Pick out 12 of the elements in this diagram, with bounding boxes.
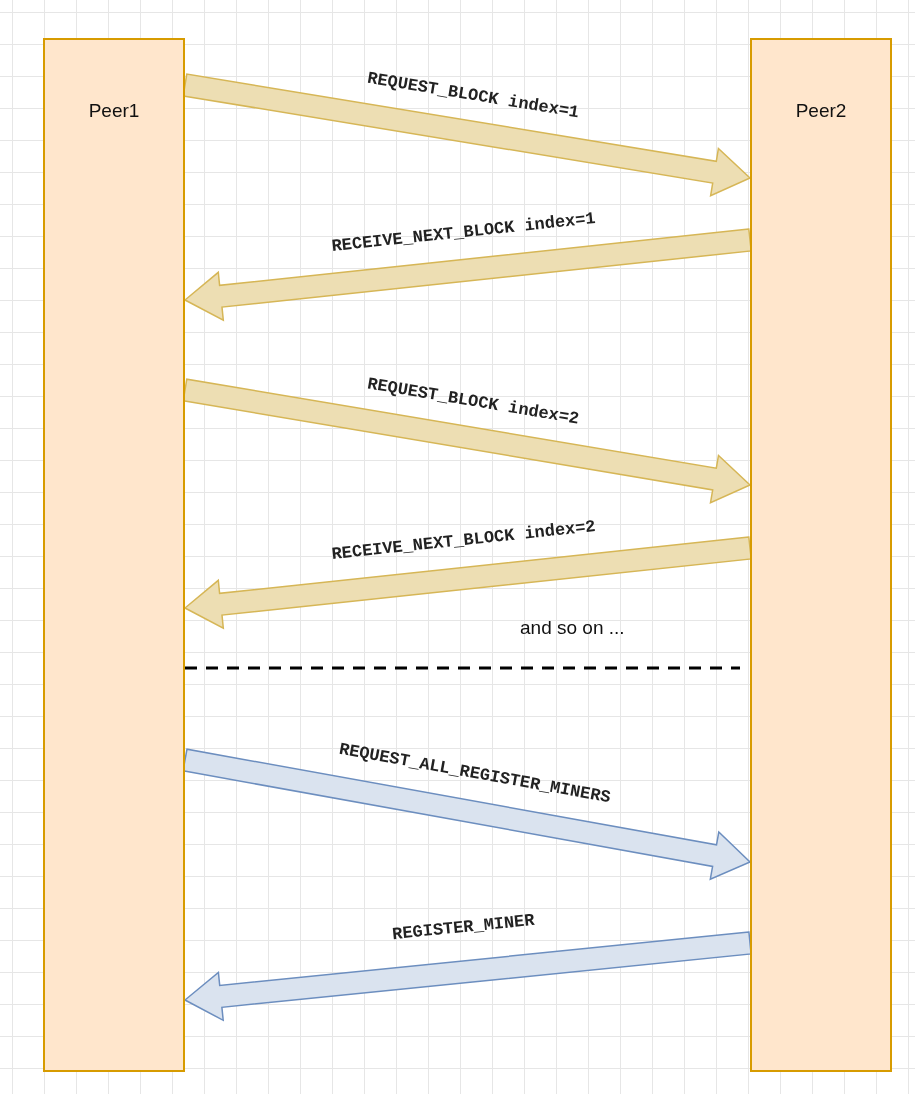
block-arrow — [183, 536, 753, 630]
lifeline-label: Peer2 — [794, 100, 848, 122]
block-arrow — [183, 931, 752, 1022]
note-text: and so on ... — [520, 617, 625, 639]
lifeline-label: Peer1 — [87, 100, 141, 122]
edge-label: REGISTER_MINER — [391, 911, 535, 945]
block-arrow — [182, 748, 752, 881]
lifeline-box — [750, 38, 892, 1072]
block-arrow — [182, 73, 752, 198]
lifeline-box — [43, 38, 185, 1072]
block-arrow — [182, 378, 752, 504]
block-arrow — [183, 228, 753, 322]
